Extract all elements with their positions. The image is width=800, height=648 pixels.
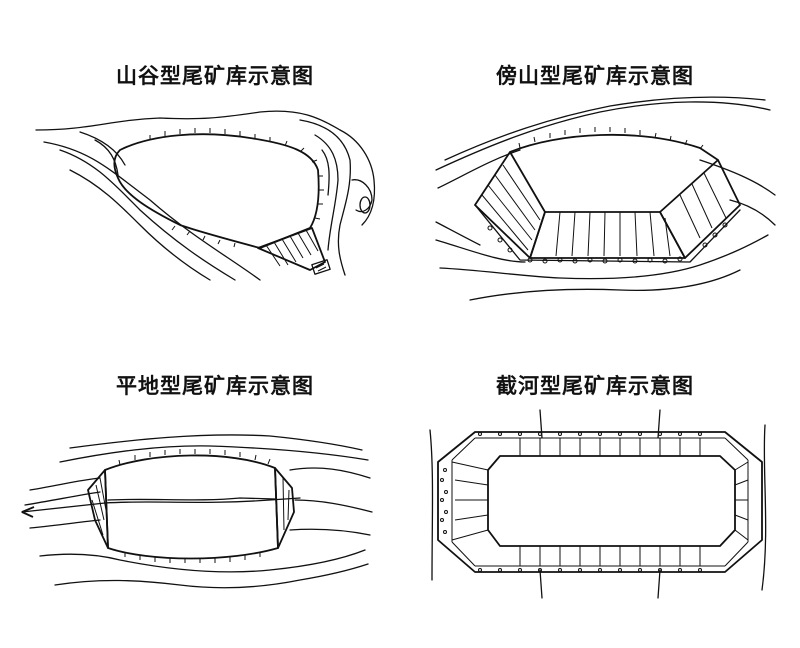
valley-type-title: 山谷型尾矿库示意图 bbox=[116, 64, 314, 88]
river-intercept-type-title: 截河型尾矿库示意图 bbox=[496, 374, 694, 398]
flatland-type-title: 平地型尾矿库示意图 bbox=[116, 374, 314, 398]
hillside-type-title: 傍山型尾矿库示意图 bbox=[496, 64, 694, 88]
